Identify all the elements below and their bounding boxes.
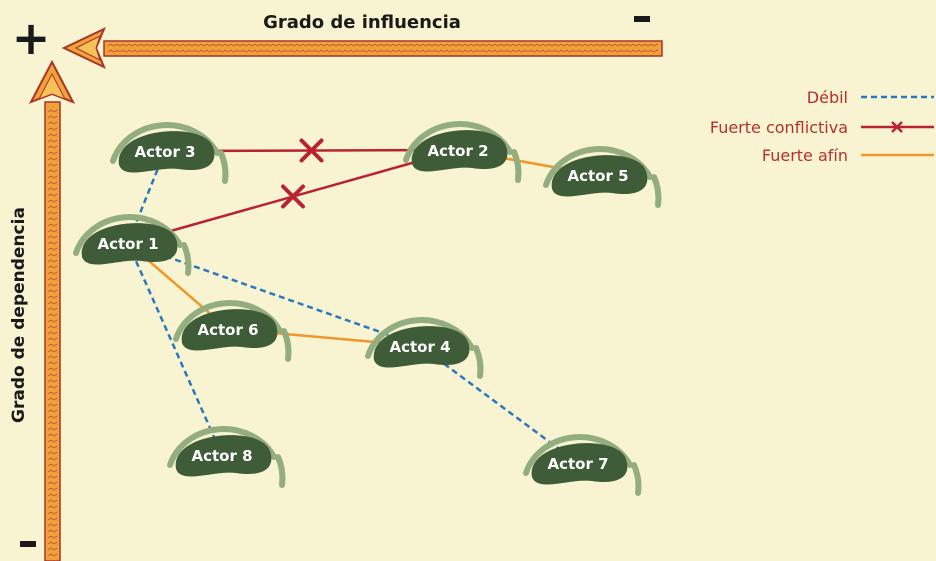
actor-node-a6: Actor 6 xyxy=(173,300,292,362)
relation-a1-a8 xyxy=(126,242,224,456)
actor-node-a5: Actor 5 xyxy=(543,146,662,208)
actor-node-a1: Actor 1 xyxy=(73,214,192,276)
influence-minus-sign xyxy=(634,16,650,22)
actor-arc-side xyxy=(473,345,484,379)
legend-item-conflictiva: Fuerte conflictiva xyxy=(710,118,934,137)
actor-arc-side xyxy=(181,242,192,276)
dependency-minus-sign xyxy=(20,541,36,547)
actor-node-a3: Actor 3 xyxy=(110,122,229,184)
actor-body xyxy=(373,326,470,368)
actor-arc-side xyxy=(511,149,522,183)
relation-a1-a4 xyxy=(127,241,421,348)
axis-plus-sign: + xyxy=(12,11,51,65)
actor-label: Actor 2 xyxy=(427,142,488,160)
legend-item-afin: Fuerte afín xyxy=(762,146,934,165)
legend-label: Fuerte afín xyxy=(762,146,848,165)
relation-a1-a2 xyxy=(127,148,459,245)
actor-arc-side xyxy=(651,174,662,208)
actor-label: Actor 3 xyxy=(134,143,195,161)
actor-label: Actor 1 xyxy=(97,235,158,253)
influence-axis-arrow xyxy=(61,26,663,70)
actor-node-a8: Actor 8 xyxy=(167,426,286,488)
actor-arc-side xyxy=(631,462,642,496)
dependency-axis-arrow xyxy=(28,59,76,561)
actor-body xyxy=(181,309,278,351)
actor-node-a2: Actor 2 xyxy=(403,121,522,183)
actor-label: Actor 5 xyxy=(567,167,628,185)
legend-label: Fuerte conflictiva xyxy=(710,118,848,137)
actor-body xyxy=(81,223,178,265)
actor-node-a4: Actor 4 xyxy=(365,317,484,379)
legend-label: Débil xyxy=(807,88,848,107)
actor-label: Actor 6 xyxy=(197,321,258,339)
actor-label: Actor 4 xyxy=(389,338,450,356)
actor-body xyxy=(531,443,628,485)
actor-label: Actor 7 xyxy=(547,455,608,473)
actor-body xyxy=(175,435,272,477)
influence-axis-title: Grado de influencia xyxy=(263,12,461,33)
actor-body xyxy=(411,130,508,172)
legend-item-debil: Débil xyxy=(807,88,934,107)
actor-node-a7: Actor 7 xyxy=(523,434,642,496)
actor-body xyxy=(551,155,648,197)
actor-arc-side xyxy=(218,150,229,184)
actor-arc-side xyxy=(281,328,292,362)
actor-body xyxy=(118,131,215,173)
actor-label: Actor 8 xyxy=(191,447,252,465)
actor-arc-side xyxy=(275,454,286,488)
dependency-axis-title: Grado de dependencia xyxy=(9,207,29,423)
